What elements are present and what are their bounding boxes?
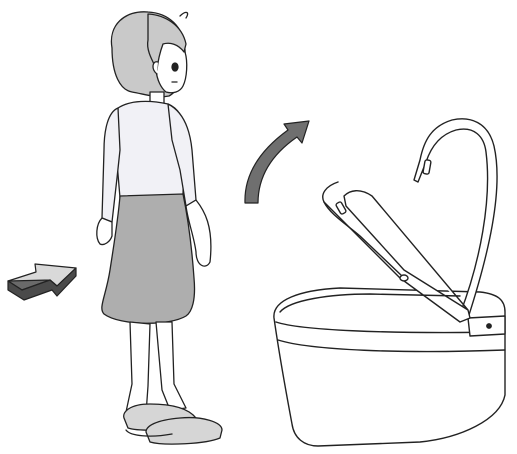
approach-arrow-icon	[8, 264, 76, 300]
slipper-front	[146, 418, 222, 444]
lid-open-arrow-icon	[245, 121, 309, 203]
skirt	[102, 194, 195, 323]
person	[97, 12, 222, 444]
toilet	[274, 119, 505, 446]
hand-left	[97, 218, 112, 245]
